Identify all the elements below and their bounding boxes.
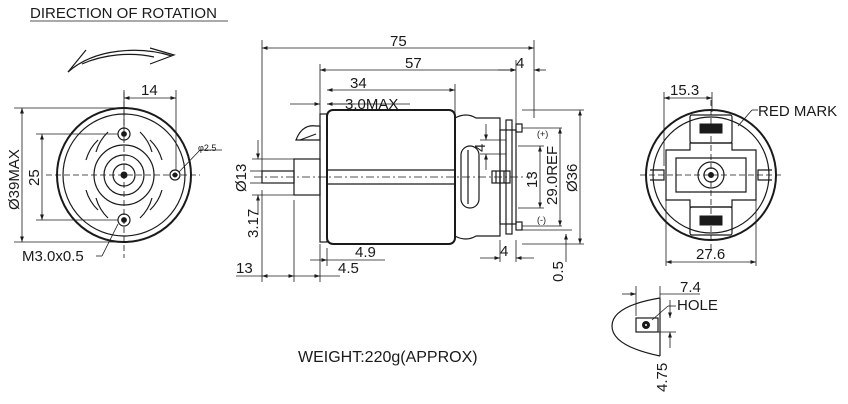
dim-7-4: 7.4 — [680, 279, 701, 296]
dim-body-diameter: Ø36 — [564, 164, 581, 192]
label-minus: (-) — [537, 215, 546, 225]
dim-boss-max: 3.0MAX — [345, 96, 398, 113]
dim-terminal-offset: 4 — [516, 55, 524, 72]
dim-can-length: 34 — [350, 75, 367, 92]
dim-front-4-9: 4.9 — [355, 244, 376, 261]
dim-body-length: 57 — [405, 55, 422, 72]
dim-terminal-4-upper: 4 — [472, 144, 489, 152]
dim-small-hole: φ2.5 — [198, 143, 216, 153]
side-dimensions: 75 57 4 34 3.0MAX Ø13 3.17 13 4.5 — [233, 33, 584, 282]
dim-front-4-5: 4.5 — [338, 260, 359, 277]
front-dimensions: 14 Ø39MAX 25 φ2.5 M3.0x0.5 — [6, 82, 222, 265]
dim-shaft-length: 13 — [236, 260, 253, 277]
dim-4-75: 4.75 — [654, 363, 671, 392]
front-view — [46, 92, 200, 258]
dim-boss-diameter: Ø13 — [233, 164, 250, 192]
rear-dimensions: 15.3 RED MARK 27.6 — [663, 82, 837, 266]
side-view — [254, 109, 532, 245]
label-red-mark: RED MARK — [758, 103, 837, 120]
dim-tab: 0.5 — [550, 261, 567, 282]
dim-height-25: 25 — [26, 169, 43, 186]
weight-label: WEIGHT:220g(APPROX) — [298, 349, 478, 366]
dim-width-bottom: 27.6 — [696, 246, 725, 263]
detail-dimensions: 7.4 HOLE 4.75 — [622, 279, 718, 392]
dim-terminal-4-lower: 4 — [500, 243, 508, 260]
dim-total-length: 75 — [390, 33, 407, 50]
label-hole: HOLE — [677, 297, 718, 314]
dim-width-top: 15.3 — [670, 82, 699, 99]
dim-ref: 29.0REF — [544, 146, 561, 205]
dim-diameter-max: Ø39MAX — [6, 149, 23, 210]
label-plus: (+) — [537, 129, 548, 139]
rotation-arrow-icon — [67, 47, 176, 73]
dim-hole-spacing: 14 — [141, 82, 158, 99]
direction-of-rotation-title: DIRECTION OF ROTATION — [30, 5, 217, 22]
rear-view — [640, 100, 782, 250]
label-thread: M3.0x0.5 — [22, 248, 84, 265]
dim-shaft-diameter: 3.17 — [245, 209, 262, 238]
dim-terminal-13: 13 — [524, 171, 541, 188]
